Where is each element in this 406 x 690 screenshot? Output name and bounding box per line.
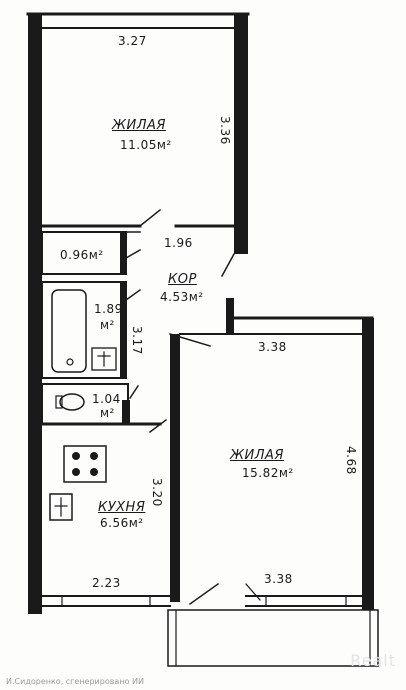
sink [91, 347, 117, 371]
kitchen-name: КУХНЯ [98, 500, 146, 515]
dim-corridor-width: 1.96 [164, 236, 193, 250]
bedroom-large-name: ЖИЛАЯ [230, 448, 284, 463]
wall-small-right [122, 400, 130, 424]
wall-bath-right [120, 282, 126, 378]
watermark: Realt [350, 651, 396, 670]
wall-large-right [362, 318, 374, 610]
dim-large-height: 4.68 [344, 446, 358, 475]
small-room-area-value: 1.04 [92, 392, 121, 406]
bath-area-value: 1.89 [94, 302, 123, 316]
dim-kitchen-width: 2.23 [92, 576, 121, 590]
wall-corridor-right [226, 298, 234, 334]
door-wc [124, 248, 142, 260]
corridor-name: КОР [168, 272, 197, 287]
wall-partition [170, 334, 180, 602]
balcony [167, 609, 379, 667]
dim-bath-height: 3.17 [130, 326, 144, 355]
dim-top-height: 3.36 [218, 116, 232, 145]
bedroom-large-area: 15.82м² [242, 466, 294, 480]
bathtub-drain [66, 358, 74, 366]
bedroom-top-name: ЖИЛАЯ [112, 118, 166, 133]
toilet [59, 393, 85, 411]
wall-left-outer [28, 14, 42, 614]
door-swing-top [138, 208, 162, 228]
bath-area-unit: м² [100, 318, 115, 332]
kitchen-area: 6.56м² [100, 516, 144, 530]
door-small-room [128, 384, 140, 400]
wc-area: 0.96м² [60, 248, 104, 262]
bathtub [51, 289, 87, 373]
corridor-area: 4.53м² [160, 290, 204, 304]
door-balcony [188, 582, 220, 606]
bedroom-top-area: 11.05м² [120, 138, 172, 152]
stove [63, 445, 107, 483]
dim-large-top-width: 3.38 [258, 340, 287, 354]
door-kitchen [148, 418, 168, 434]
door-corridor [220, 252, 236, 278]
wall-wc-right [120, 232, 126, 274]
kitchen-sink [49, 493, 73, 521]
dim-top-width: 3.27 [118, 34, 147, 48]
wall-right-top [234, 14, 248, 254]
door-bath [124, 288, 142, 302]
small-room-area-unit: м² [100, 406, 115, 420]
dim-large-bottom-width: 3.38 [264, 572, 293, 586]
credit-text: И.Сидоренко, сгенерировано ИИ [6, 677, 144, 686]
dim-kitchen-height: 3.20 [150, 478, 164, 507]
